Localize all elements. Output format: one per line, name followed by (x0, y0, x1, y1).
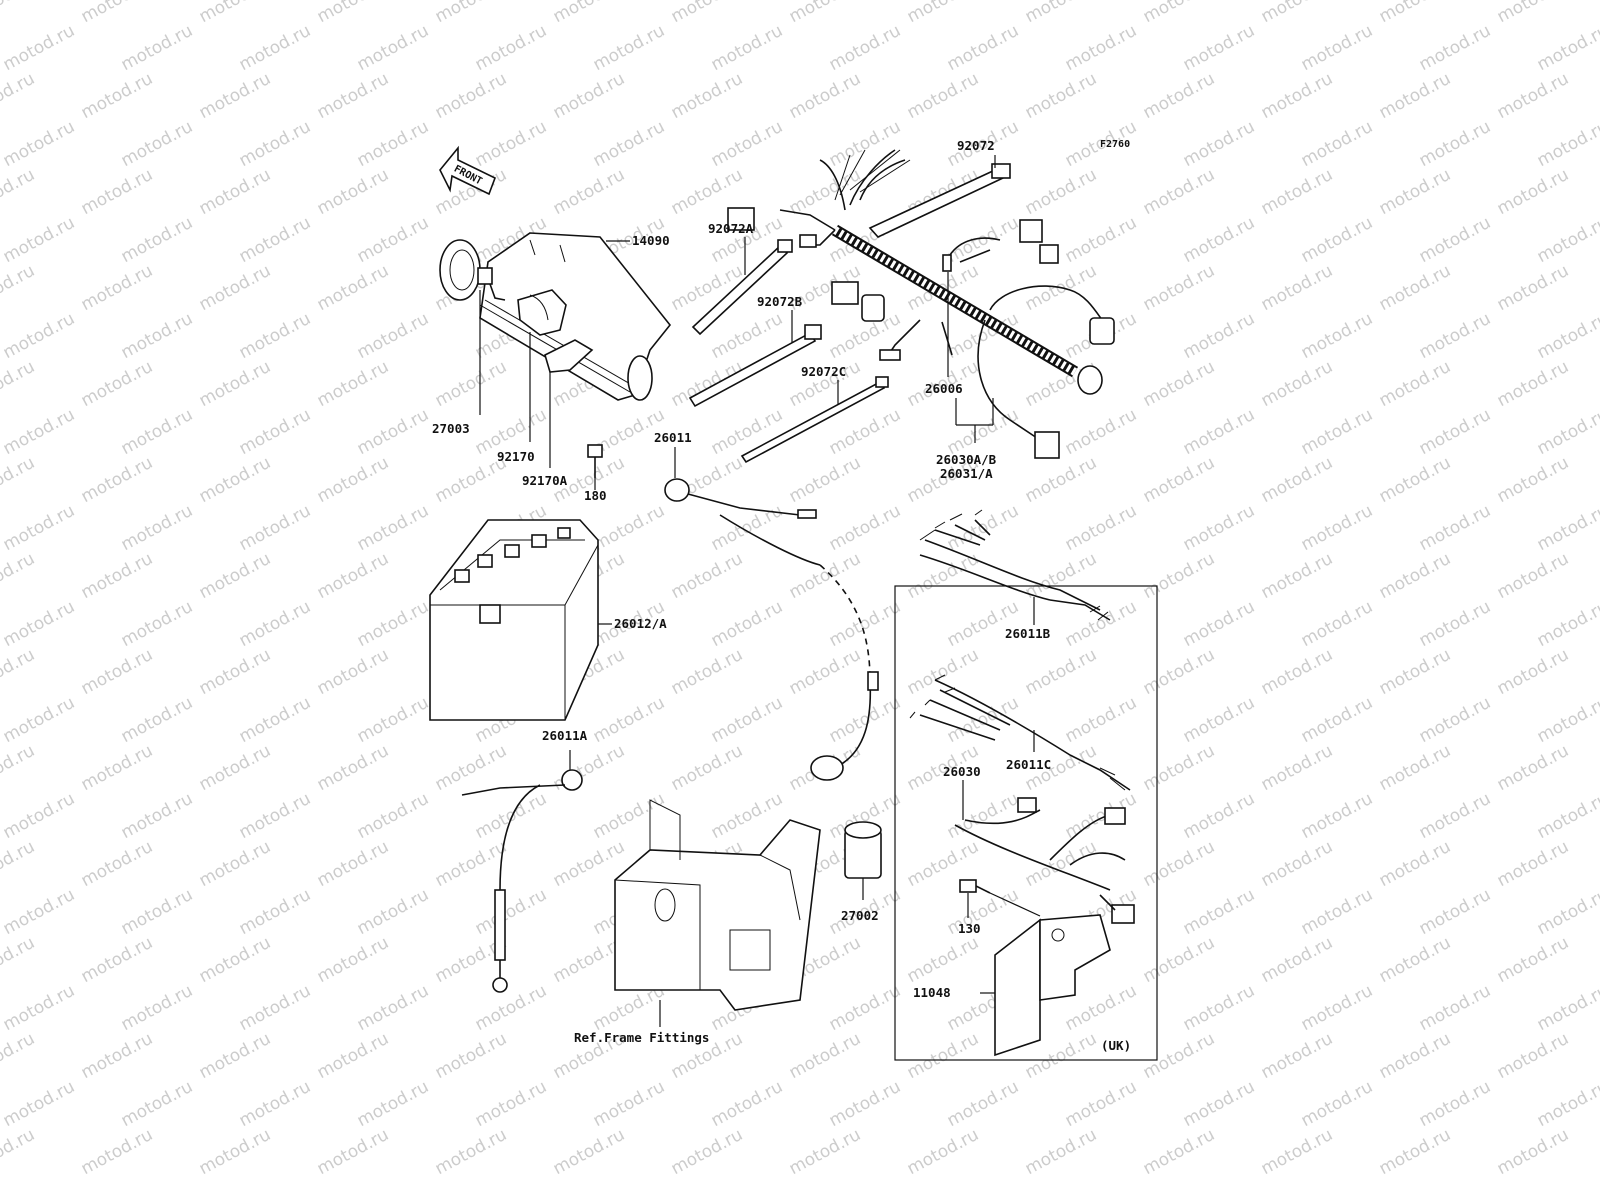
label-130: 130 (958, 921, 981, 936)
label-26012A: 26012/A (614, 616, 667, 631)
label-27003: 27003 (432, 421, 470, 436)
label-92072: 92072 (957, 138, 995, 153)
label-11048: 11048 (913, 985, 951, 1000)
part-26011A-ground-lead (461, 769, 583, 993)
part-26006-fuse (942, 254, 952, 272)
label-26006: 26006 (925, 381, 963, 396)
part-26011-lead (664, 478, 879, 781)
part-26011C-subharness (909, 674, 1131, 791)
reference-note: Ref.Frame Fittings (574, 1030, 709, 1045)
label-27002: 27002 (841, 908, 879, 923)
label-26011A: 26011A (542, 728, 588, 743)
label-26030: 26030 (943, 764, 981, 779)
label-26030AB: 26030A/B (936, 452, 997, 467)
figure-code: F2760 (1100, 139, 1130, 150)
label-92072A: 92072A (708, 221, 754, 236)
part-26012A-battery (429, 519, 599, 721)
part-92170-bracket (517, 289, 567, 336)
label-92072C: 92072C (801, 364, 846, 379)
label-26011C: 26011C (1006, 757, 1051, 772)
part-main-wiring-harness (727, 149, 1115, 459)
label-26011: 26011 (654, 430, 692, 445)
uk-region-frame (894, 585, 1158, 1061)
part-180-bolt (587, 444, 603, 478)
part-130-bolt (959, 879, 991, 894)
front-direction-arrow: FRONT (439, 145, 497, 196)
part-26030-harness (954, 797, 1135, 924)
part-92072C-strap (740, 376, 889, 464)
part-92072A-strap (691, 239, 793, 336)
part-27002-relay (844, 821, 882, 879)
label-92170A: 92170A (522, 473, 568, 488)
label-26031A: 26031/A (940, 466, 993, 481)
part-27003-horn (439, 239, 506, 301)
label-92072B: 92072B (757, 294, 803, 309)
label-26011B: 26011B (1005, 626, 1051, 641)
label-14090: 14090 (632, 233, 670, 248)
part-frame-fittings (614, 799, 821, 1011)
part-11048-bracket (994, 914, 1111, 1057)
label-180: 180 (584, 488, 607, 503)
part-14090-cover (479, 232, 672, 401)
uk-region-note: (UK) (1101, 1038, 1131, 1053)
part-92072B-strap (688, 324, 822, 408)
part-92170A-clamp (544, 339, 594, 373)
part-26011B-subharness (919, 509, 1111, 621)
label-92170: 92170 (497, 449, 535, 464)
part-92072-strap (868, 163, 1011, 238)
